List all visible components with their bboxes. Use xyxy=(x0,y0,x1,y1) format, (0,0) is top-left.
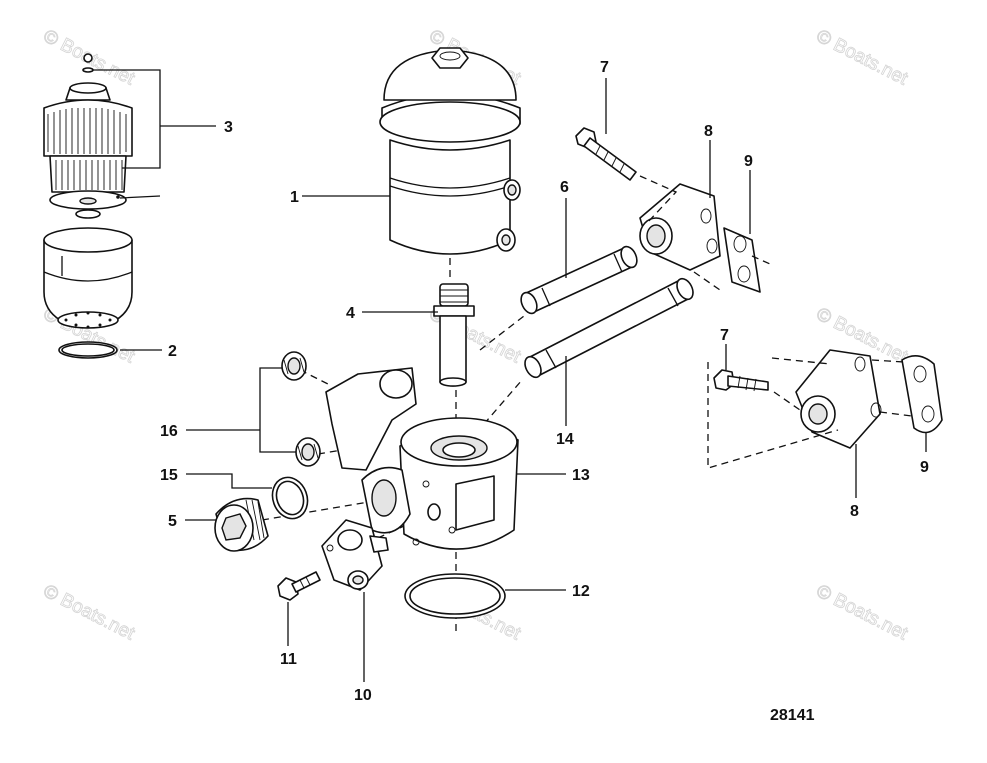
o-ring-15[interactable] xyxy=(267,472,313,523)
callout-12: 12 xyxy=(572,583,590,600)
filter-canister[interactable] xyxy=(379,47,521,282)
leader-lines xyxy=(92,69,927,682)
bolt-7-lower[interactable] xyxy=(713,369,769,392)
gasket-9-upper[interactable] xyxy=(693,227,771,293)
callout-8-upper: 8 xyxy=(704,123,713,140)
filter-element-assembly[interactable] xyxy=(43,53,133,210)
dashed-frame xyxy=(707,362,839,469)
callout-7-upper: 7 xyxy=(600,59,609,76)
callout-10: 10 xyxy=(354,687,372,704)
cooler-tube-6[interactable] xyxy=(518,244,640,316)
fitting-8-lower[interactable] xyxy=(771,349,882,449)
drain-plug[interactable] xyxy=(214,497,269,552)
oil-pressure-sensor[interactable] xyxy=(321,519,389,591)
callout-9-lower: 9 xyxy=(920,459,929,476)
drawing-number: 28141 xyxy=(770,707,815,724)
callout-9-upper: 9 xyxy=(744,153,753,170)
o-ring-12[interactable] xyxy=(404,573,506,619)
screw-11[interactable] xyxy=(277,571,321,601)
callout-1: 1 xyxy=(290,189,299,206)
callout-4: 4 xyxy=(346,305,355,322)
callout-5: 5 xyxy=(168,513,177,530)
callout-8-lower: 8 xyxy=(850,503,859,520)
callout-11: 11 xyxy=(280,651,297,668)
callout-15: 15 xyxy=(160,467,178,484)
watermark: © Boats.net xyxy=(813,581,912,645)
callout-14: 14 xyxy=(556,431,574,448)
filter-housing-bowl[interactable] xyxy=(43,209,133,329)
gasket-9-lower[interactable] xyxy=(871,355,943,434)
callout-labels: 1 2 3 4 5 6 7 7 8 8 9 9 10 11 12 13 14 1… xyxy=(160,59,929,704)
callout-13: 13 xyxy=(572,467,590,484)
watermark: © Boats.net xyxy=(40,581,139,645)
callout-16: 16 xyxy=(160,423,178,440)
callout-2: 2 xyxy=(168,343,177,360)
callout-6: 6 xyxy=(560,179,569,196)
callout-3: 3 xyxy=(224,119,233,136)
standpipe-fitting[interactable] xyxy=(433,283,475,387)
bolt-7-upper[interactable] xyxy=(575,127,637,181)
fitting-8-upper[interactable] xyxy=(639,175,721,271)
callout-7-lower: 7 xyxy=(720,327,729,344)
filter-adapter-housing[interactable] xyxy=(325,367,519,550)
cooler-tube-14[interactable] xyxy=(522,276,696,380)
watermark: © Boats.net xyxy=(813,26,912,90)
plug-16-upper[interactable] xyxy=(281,351,307,381)
o-ring-2[interactable] xyxy=(58,341,118,359)
plug-16-lower[interactable] xyxy=(295,437,321,467)
